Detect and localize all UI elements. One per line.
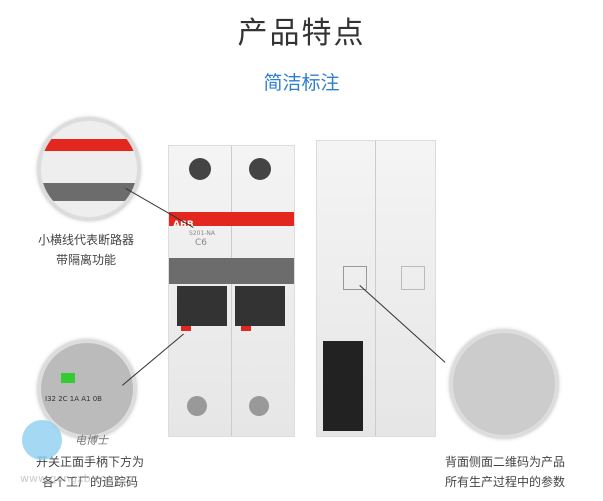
callout-text: 开关正面手柄下方为 — [35, 455, 144, 469]
breaker-front: ABB S201-NA C6 — [168, 145, 295, 437]
breaker-back — [316, 140, 436, 437]
inset-isolation-detail — [38, 118, 140, 220]
terminal-screw-icon — [189, 158, 211, 180]
qr-code-icon — [343, 266, 367, 290]
isolation-bar — [169, 258, 294, 284]
qr-code-icon — [401, 266, 425, 290]
brand-logo: ABB — [173, 220, 194, 230]
terminal-screw-icon — [249, 158, 271, 180]
callout-text: 各个工厂的追踪码 — [41, 475, 138, 489]
rating-label: C6 — [195, 238, 208, 248]
inset-trace-code: I32 2C 1A A1 0B — [38, 340, 136, 438]
screw-icon — [187, 396, 207, 416]
trace-code: I32 2C 1A A1 0B — [45, 395, 102, 403]
section-subtitle: 简洁标注 — [263, 72, 340, 94]
callout-trace-code: 开关正面手柄下方为 各个工厂的追踪码 — [20, 452, 160, 492]
page-title: 产品特点 — [237, 16, 366, 51]
callout-text: 带隔离功能 — [55, 253, 116, 267]
watermark-url: www.gongxb.com — [20, 472, 118, 485]
handle — [323, 341, 363, 431]
callout-text: 小横线代表断路器 — [37, 233, 134, 247]
watermark-mascot — [22, 420, 62, 460]
screw-icon — [249, 396, 269, 416]
brand-strip: ABB — [169, 212, 294, 230]
callout-isolation: 小横线代表断路器 带隔离功能 — [18, 230, 154, 270]
watermark-text: 电博士 — [75, 434, 108, 447]
inset-qr-detail — [450, 330, 558, 438]
callout-text: 背面侧面二维码为产品 — [444, 455, 565, 469]
model-label: S201-NA — [189, 230, 216, 237]
callout-text: 所有生产过程中的参数 — [444, 475, 565, 489]
callout-qr: 背面侧面二维码为产品 所有生产过程中的参数 — [440, 452, 570, 492]
